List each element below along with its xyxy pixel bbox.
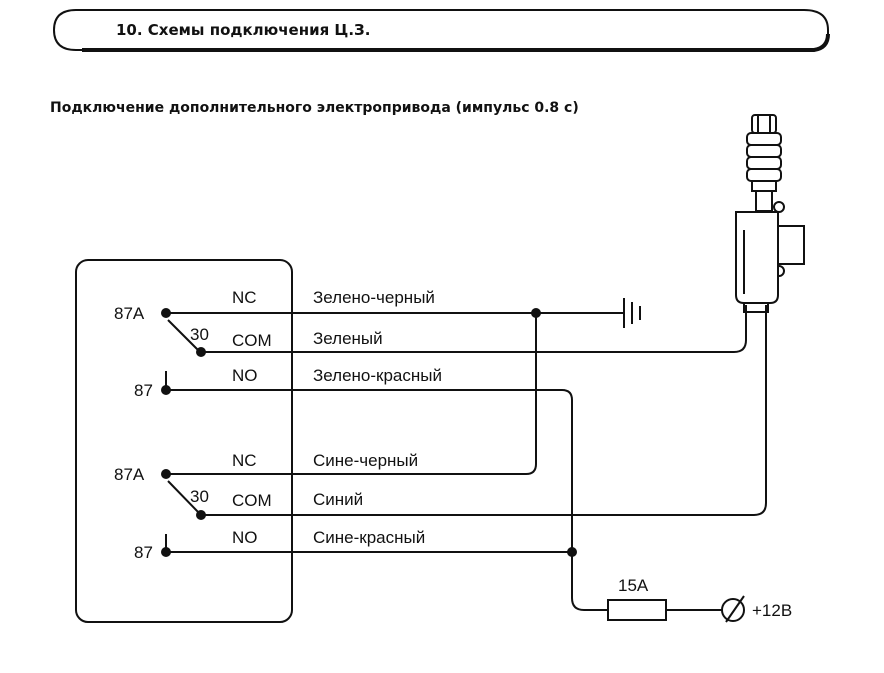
relay1-no-label: NO — [232, 366, 258, 385]
relay2-wire-no-color: Сине-красный — [313, 528, 425, 547]
relay1-com-wire — [201, 305, 747, 353]
relay-2: 87A 30 87 NC COM NO Сине-черный Синий Си… — [114, 305, 767, 562]
fuse-icon — [607, 599, 667, 621]
relay1-switch-arm — [167, 319, 201, 353]
relay1-pin-30: 30 — [190, 325, 209, 344]
relay1-no-wire — [166, 389, 573, 552]
fuse-label: 15A — [618, 576, 649, 595]
power-terminal-icon — [721, 595, 745, 623]
relay2-switch-arm — [167, 480, 201, 515]
relay2-no-label: NO — [232, 528, 258, 547]
relay2-nc-label: NC — [232, 451, 257, 470]
section-header: 10. Схемы подключения Ц.З. — [52, 8, 830, 54]
ground-icon — [623, 298, 641, 328]
relay2-com-wire — [201, 305, 767, 516]
relay2-wire-com-color: Синий — [313, 490, 363, 509]
relay1-wire-com-color: Зеленый — [313, 329, 383, 348]
relay2-com-label: COM — [232, 491, 272, 510]
fuse-feed-wire — [571, 552, 608, 611]
relay2-nc-wire — [166, 313, 537, 475]
relay-module-box — [75, 259, 293, 623]
section-title: 10. Схемы подключения Ц.З. — [116, 21, 371, 39]
power-label: +12В — [752, 601, 792, 620]
relay2-pin-30: 30 — [190, 487, 209, 506]
diagram-subtitle: Подключение дополнительного электроприво… — [50, 100, 579, 116]
door-lock-actuator-icon — [735, 114, 805, 313]
relay1-wire-nc-color: Зелено-черный — [313, 288, 435, 307]
relay1-pin-87a: 87A — [114, 304, 145, 323]
relay1-com-label: COM — [232, 331, 272, 350]
relay2-pin-87a: 87A — [114, 465, 145, 484]
section-header-frame — [52, 9, 830, 52]
relay1-87a-terminal — [161, 308, 171, 318]
relay2-wire-nc-color: Сине-черный — [313, 451, 418, 470]
relay2-pin-87: 87 — [134, 543, 153, 562]
relay-1: 87A 30 87 NC COM NO Зелено-черный Зелены… — [114, 288, 747, 552]
relay1-pin-87: 87 — [134, 381, 153, 400]
relay1-nc-label: NC — [232, 288, 257, 307]
relay1-wire-no-color: Зелено-красный — [313, 366, 442, 385]
